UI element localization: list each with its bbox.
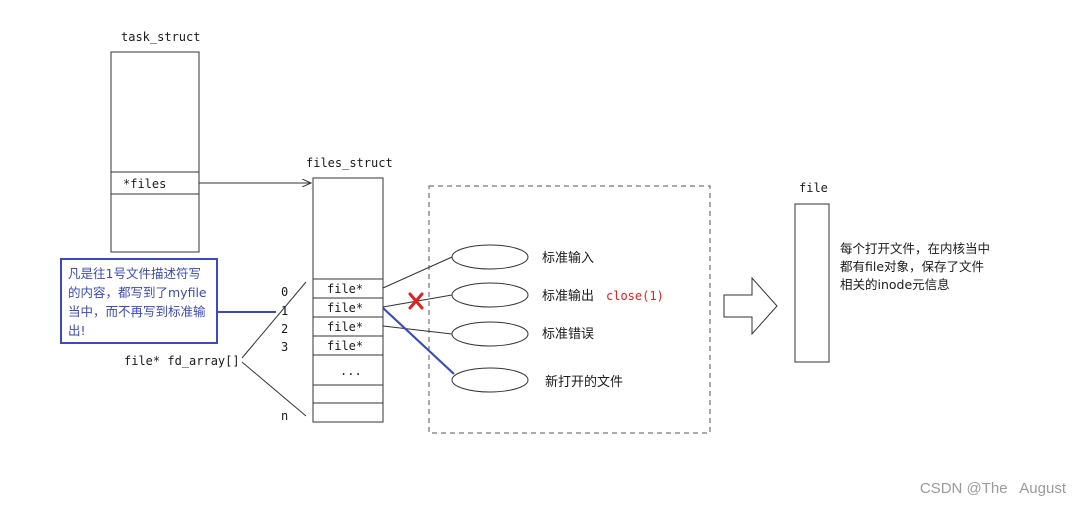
stderr-label: 标准错误: [542, 327, 594, 342]
fd-slot-3: file*: [327, 339, 363, 353]
close-mark-icon: [408, 292, 424, 310]
fd-array-label: file* fd_array[]: [124, 354, 240, 368]
task-struct-title: task_struct: [121, 30, 200, 44]
redirect-annotation: 凡是往1号文件描述符写的内容，都写到了myfile当中，而不再写到标准输出!: [60, 258, 218, 344]
stdout-ellipse: [451, 282, 529, 308]
fd-array-bracket: [241, 281, 307, 417]
index-0: 0: [281, 285, 288, 299]
fd0-link: [382, 256, 453, 289]
stdin-ellipse: [451, 244, 529, 270]
watermark: CSDN @The August: [919, 480, 1066, 497]
stderr-ellipse: [451, 321, 529, 347]
kernel-files-region: [428, 185, 711, 434]
newfile-ellipse: [451, 367, 529, 393]
newfile-label: 新打开的文件: [545, 374, 623, 390]
index-2: 2: [281, 322, 288, 336]
files-struct-title: files_struct: [306, 156, 393, 170]
stdout-label: 标准输出: [542, 288, 594, 304]
files-field: *files: [123, 177, 166, 191]
fd1-new-link: [382, 307, 455, 375]
file-object-box: [794, 203, 830, 363]
fd-slot-2: file*: [327, 320, 363, 334]
fd2-link: [382, 325, 453, 335]
task-struct-box: [110, 51, 200, 253]
big-arrow-icon: [723, 276, 778, 336]
index-1: 1: [281, 304, 288, 318]
file-description: 每个打开文件，在内核当中都有file对象，保存了文件相关的inode元信息: [840, 241, 991, 292]
fd-slot-ellipsis: ...: [340, 364, 362, 378]
file-title: file: [799, 181, 828, 195]
fd-slot-1: file*: [327, 301, 363, 315]
fd-slot-0: file*: [327, 282, 363, 296]
close-note: close(1): [606, 289, 664, 303]
files-struct-box: [312, 177, 384, 423]
stdin-label: 标准输入: [542, 250, 594, 266]
index-n: n: [281, 409, 288, 423]
index-3: 3: [281, 340, 288, 354]
